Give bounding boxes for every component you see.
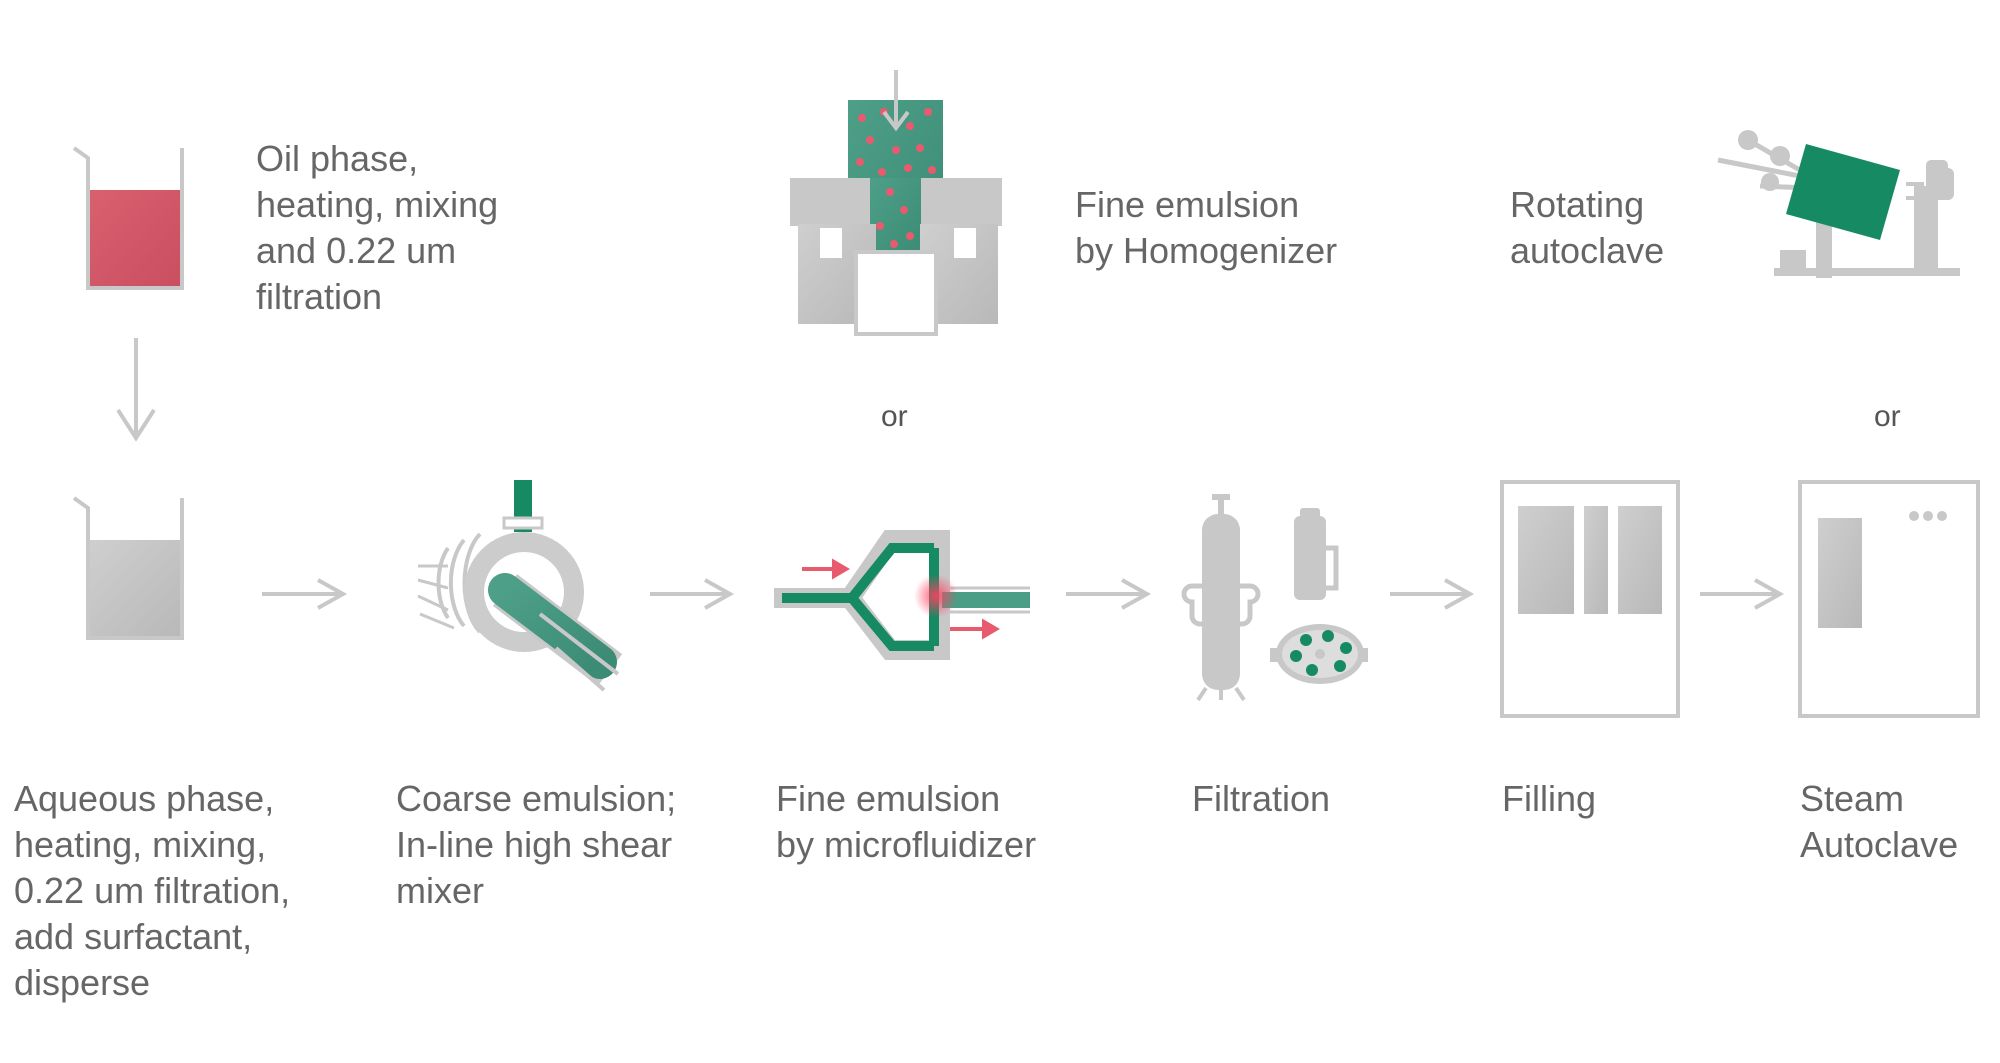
label-line: autoclave <box>1510 230 1665 271</box>
microfluidizer-icon <box>774 530 1030 660</box>
label-line: Oil phase, <box>256 138 419 179</box>
label-line: Filling <box>1502 778 1597 819</box>
arrow-right-icon <box>1700 578 1785 610</box>
label-line: by microfluidizer <box>776 824 1037 865</box>
rotating-autoclave-label: Rotating autoclave <box>1510 182 1664 274</box>
arrow-right-icon <box>650 578 735 610</box>
label-line: heating, mixing, <box>14 824 267 865</box>
or-homogenizer-label: or <box>881 400 908 433</box>
label-line: Steam <box>1800 778 1905 819</box>
label-line: mixer <box>396 870 484 911</box>
homogenizer-icon <box>790 70 1002 336</box>
label-line: Aqueous phase, <box>14 778 275 819</box>
coarse-emulsion-label: Coarse emulsion; In-line high shear mixe… <box>396 776 676 914</box>
arrow-right-icon <box>1390 578 1475 610</box>
homogenizer-label: Fine emulsion by Homogenizer <box>1075 182 1337 274</box>
label-line: Autoclave <box>1800 824 1959 865</box>
label-line: Coarse emulsion; <box>396 778 677 819</box>
steam-autoclave-icon <box>1798 480 1980 718</box>
label-line: Fine emulsion <box>1075 184 1300 225</box>
arrow-down-icon <box>116 338 156 442</box>
filling-label: Filling <box>1502 776 1596 822</box>
filtration-equipment-icon <box>1181 494 1368 702</box>
high-shear-mixer-icon <box>417 480 623 692</box>
aqueous-phase-beaker-icon <box>72 496 184 640</box>
filling-machine-icon <box>1500 480 1680 718</box>
label-line: Fine emulsion <box>776 778 1001 819</box>
label-line: disperse <box>14 962 151 1003</box>
oil-phase-beaker-icon <box>72 146 184 290</box>
arrow-right-icon <box>262 578 348 610</box>
label-line: by Homogenizer <box>1075 230 1338 271</box>
filtration-label: Filtration <box>1192 776 1330 822</box>
label-line: and 0.22 um <box>256 230 457 271</box>
label-line: add surfactant, <box>14 916 253 957</box>
aqueous-phase-label: Aqueous phase, heating, mixing, 0.22 um … <box>14 776 290 1006</box>
label-line: Filtration <box>1192 778 1331 819</box>
label-line: filtration <box>256 276 383 317</box>
oil-phase-label: Oil phase, heating, mixing and 0.22 um f… <box>256 136 498 320</box>
arrow-right-icon <box>1066 578 1152 610</box>
rotating-autoclave-icon <box>1717 130 1960 278</box>
label-line: In-line high shear <box>396 824 673 865</box>
steam-autoclave-label: Steam Autoclave <box>1800 776 1958 868</box>
or-autoclave-label: or <box>1874 400 1901 433</box>
label-line: heating, mixing <box>256 184 499 225</box>
label-line: Rotating <box>1510 184 1645 225</box>
label-line: 0.22 um filtration, <box>14 870 291 911</box>
microfluidizer-label: Fine emulsion by microfluidizer <box>776 776 1036 868</box>
